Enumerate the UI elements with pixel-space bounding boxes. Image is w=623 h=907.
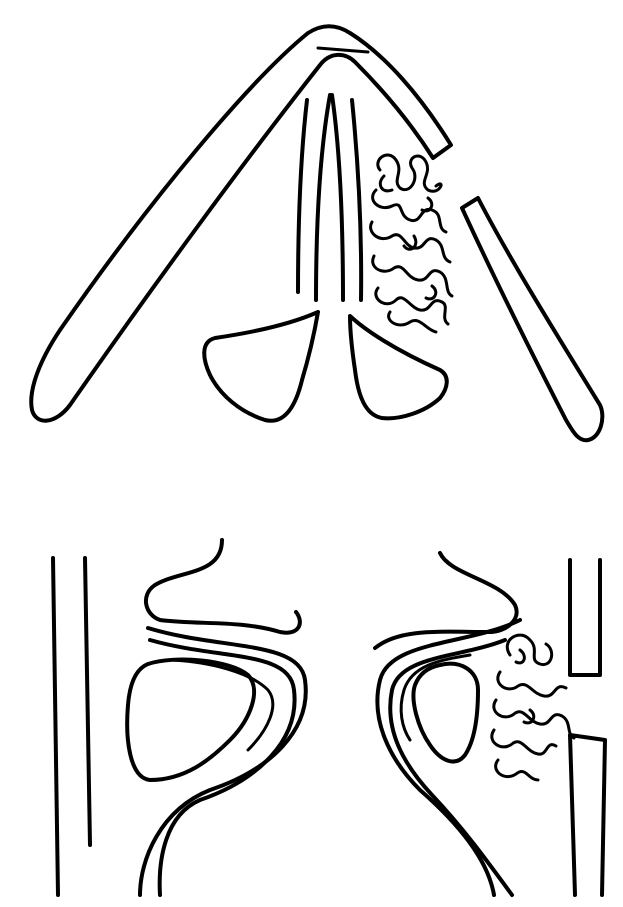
septum-inner-left <box>316 95 330 300</box>
septum-left-line <box>298 100 307 292</box>
right-wall-lower <box>570 735 605 895</box>
right-upper-bump <box>375 553 517 648</box>
nasal-roof-band <box>31 26 451 420</box>
left-wall-inner <box>85 558 90 845</box>
right-channel-outer <box>377 620 520 895</box>
left-turbinate <box>204 312 318 421</box>
right-turbinate-body <box>413 664 478 762</box>
lateral-wall-fragment <box>462 198 602 440</box>
left-wall-outer <box>53 558 58 895</box>
right-wall-upper <box>570 560 600 675</box>
septum-inner-right <box>332 95 343 300</box>
septum-right-line <box>352 100 361 300</box>
bottom-panel <box>53 540 605 895</box>
left-turbinate-liner <box>172 660 273 750</box>
top-panel <box>31 26 602 440</box>
left-channel-inner <box>150 640 295 895</box>
left-upper-bump <box>146 540 300 633</box>
mucosal-mass <box>371 155 452 332</box>
left-turbinate-body <box>127 660 254 780</box>
mucosal-mass-bottom <box>492 635 574 780</box>
roof-notch <box>318 48 368 52</box>
